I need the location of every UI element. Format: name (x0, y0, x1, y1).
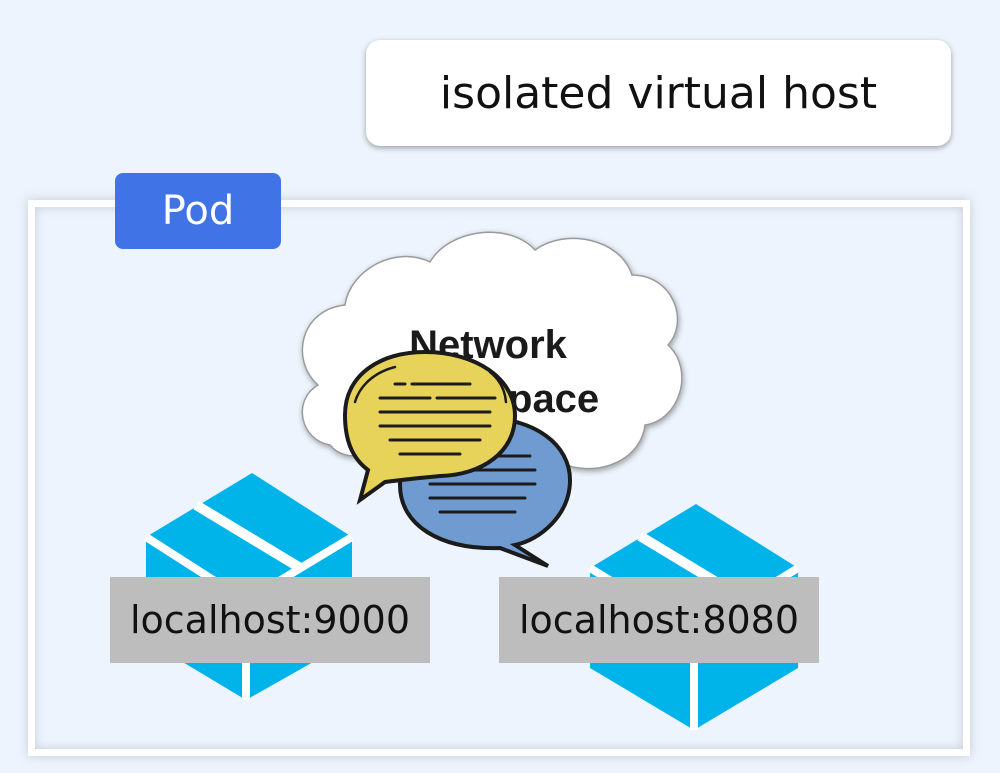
host-label: isolated virtual host (366, 40, 951, 146)
pod-tag-label: Pod (161, 188, 235, 234)
chat-bubble-front (342, 349, 518, 505)
container-label-8080: localhost:8080 (499, 577, 819, 663)
pod-tag: Pod (115, 173, 281, 249)
pod-frame (28, 200, 970, 756)
chat-bubbles-icon (342, 349, 573, 568)
container-label-text: localhost:9000 (129, 598, 411, 642)
host-label-text: isolated virtual host (439, 67, 878, 119)
container-label-9000: localhost:9000 (110, 577, 430, 663)
container-label-text: localhost:8080 (518, 598, 800, 642)
